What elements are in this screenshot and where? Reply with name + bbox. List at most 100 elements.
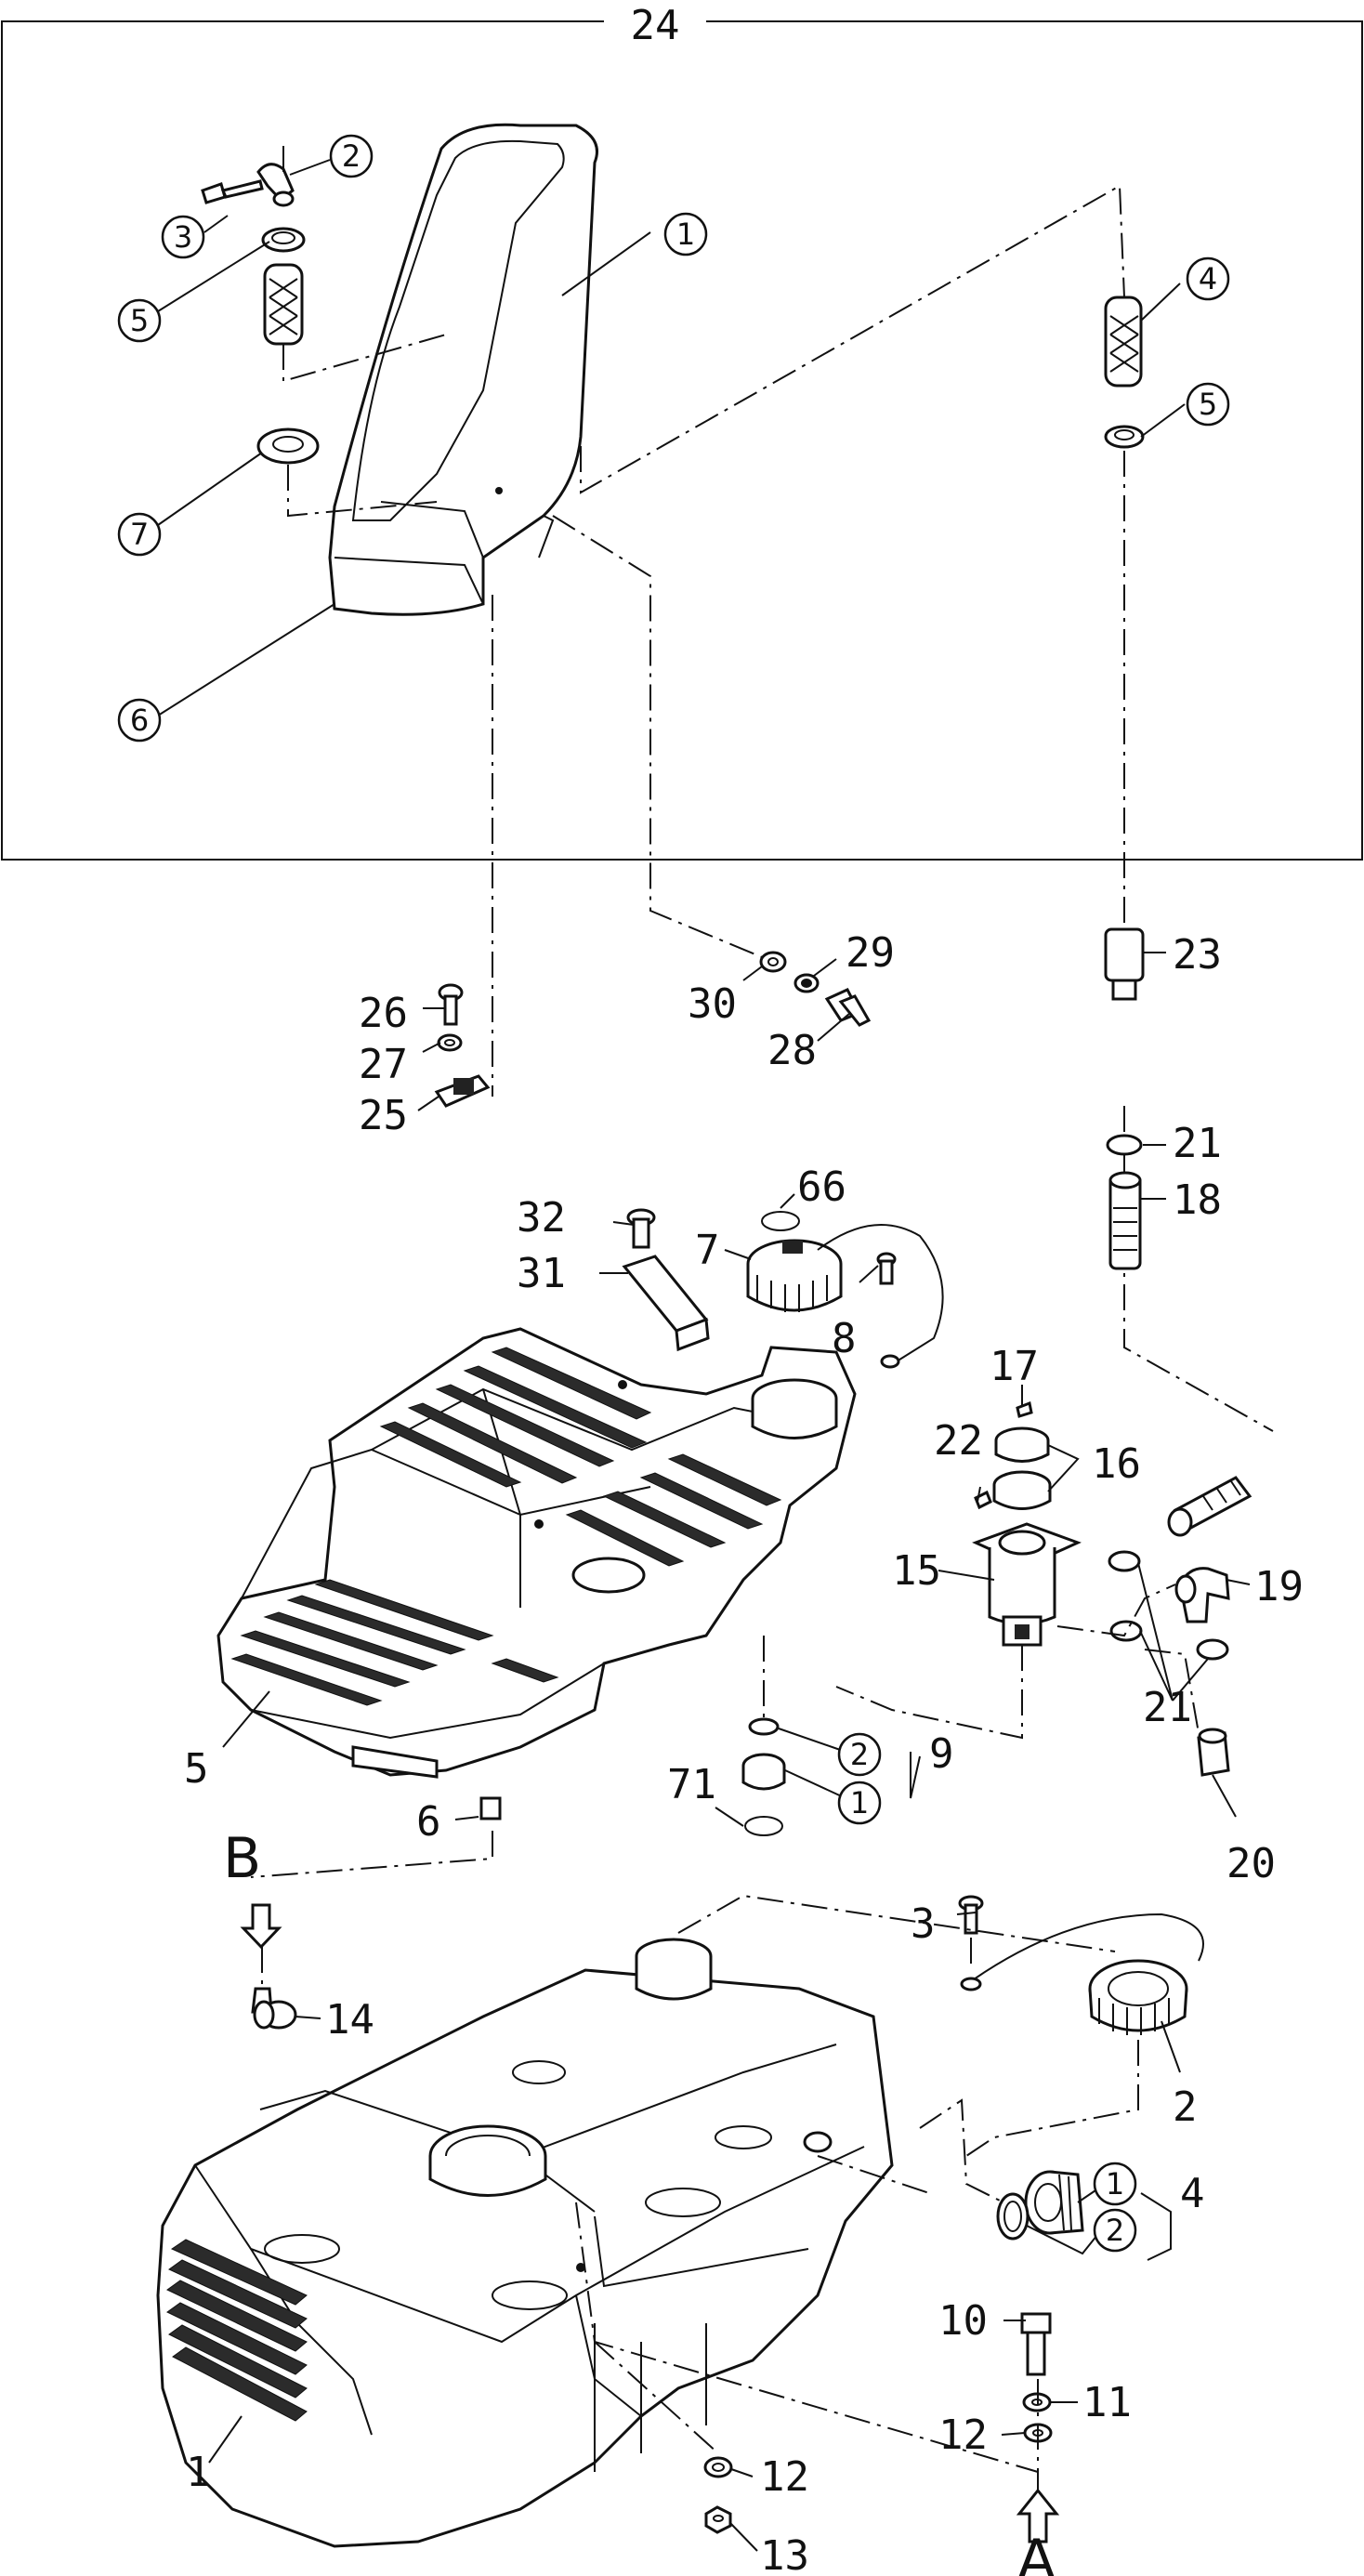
bolt-part-14 <box>251 1987 297 2030</box>
callout-7-top: 7 <box>130 517 149 552</box>
clamp-part-2 <box>256 163 295 207</box>
clip-part-21-a <box>1108 1550 1141 1572</box>
hose-part-18 <box>1108 1171 1142 1270</box>
label-3: 3 <box>911 1900 936 1948</box>
gasket-part-71 <box>744 1816 783 1836</box>
grommet-7-top <box>256 427 320 465</box>
fuel-cap-part-2 <box>960 1912 1204 2035</box>
label-25: 25 <box>359 1092 408 1139</box>
assembly-label: 24 <box>631 2 680 49</box>
label-14: 14 <box>325 1996 374 2044</box>
label-26: 26 <box>359 990 408 1037</box>
oring-part-4-2 <box>996 2192 1030 2241</box>
screw-part-8 <box>876 1252 897 1285</box>
label-9: 9 <box>929 1730 954 1778</box>
callout-2-mid: 2 <box>850 1737 869 1772</box>
assembly-24-frame: 24 <box>1 2 1363 861</box>
callout-2-low: 2 <box>1106 2213 1124 2248</box>
fuel-cap-part-7 <box>746 1224 944 1369</box>
label-12-right: 12 <box>938 2412 988 2459</box>
callout-3-top: 3 <box>174 219 192 255</box>
screw-part-3 <box>201 179 264 204</box>
callout-1-top: 1 <box>676 217 695 252</box>
callout-1-mid: 1 <box>850 1785 869 1820</box>
label-31: 31 <box>517 1250 566 1297</box>
callout-5-top: 5 <box>130 303 149 338</box>
screw-part-17 <box>1016 1400 1033 1418</box>
part-number-labels: 23 29 30 28 26 27 25 21 18 66 32 7 31 8 … <box>184 929 1304 2576</box>
hose-band-5-right <box>1104 425 1145 449</box>
label-4: 4 <box>1180 2170 1205 2217</box>
callout-6-top: 6 <box>130 703 149 738</box>
label-30: 30 <box>688 980 737 1028</box>
label-7: 7 <box>695 1227 720 1274</box>
nut-part-12-low <box>703 2456 733 2478</box>
nut-part-9-1 <box>741 1753 786 1791</box>
callout-5-right: 5 <box>1199 387 1217 422</box>
seal-part-16 <box>992 1426 1052 1510</box>
fitting-part-23 <box>1104 927 1145 1001</box>
connection-lines-mid <box>250 1584 1200 1989</box>
label-71: 71 <box>667 1761 716 1808</box>
duct-cover <box>328 123 598 616</box>
filter-body-part-15 <box>972 1522 1082 1647</box>
label-23: 23 <box>1173 931 1222 979</box>
nut-part-4-1 <box>1024 2170 1084 2235</box>
label-21-low: 21 <box>1143 1684 1192 1731</box>
bolt-part-26 <box>438 983 464 1026</box>
hose-band-5-top <box>261 227 306 253</box>
connection-lines-top <box>282 144 1274 1432</box>
label-18: 18 <box>1173 1176 1222 1224</box>
clip-part-21-b <box>1109 1620 1143 1642</box>
nut-part-6 <box>479 1796 502 1820</box>
label-12-low: 12 <box>760 2453 809 2501</box>
oring-part-9-2 <box>748 1717 780 1736</box>
label-1: 1 <box>186 2449 211 2496</box>
label-10: 10 <box>938 2297 988 2345</box>
label-15: 15 <box>892 1547 941 1595</box>
washer-part-27 <box>437 1033 463 1052</box>
label-6: 6 <box>416 1798 441 1846</box>
label-5: 5 <box>184 1745 209 1793</box>
label-32: 32 <box>517 1194 566 1242</box>
callout-2-top: 2 <box>342 138 361 174</box>
label-2: 2 <box>1173 2083 1198 2131</box>
marker-a: A <box>1016 2488 1060 2576</box>
hose-connector <box>1167 1476 1253 1537</box>
label-21-top: 21 <box>1173 1120 1222 1167</box>
label-17: 17 <box>990 1343 1039 1390</box>
washer-part-30 <box>759 951 787 973</box>
label-19: 19 <box>1254 1563 1304 1610</box>
hose-part-4 <box>1104 296 1143 388</box>
hose-part-top <box>263 263 304 346</box>
label-66: 66 <box>797 1163 846 1211</box>
washer-part-29 <box>793 973 820 993</box>
label-8: 8 <box>832 1315 857 1362</box>
callout-4-top: 4 <box>1199 261 1217 296</box>
plate-part-31 <box>622 1255 710 1352</box>
clip-part-21-top <box>1106 1134 1143 1156</box>
bolt-part-28 <box>824 988 872 1027</box>
nut-part-13 <box>704 2505 732 2534</box>
bolt-part-10 <box>1020 2312 1052 2376</box>
clip-part-21-c <box>1196 1638 1229 1661</box>
leader-lines <box>157 159 1251 2552</box>
marker-b: B <box>223 1826 282 1950</box>
connection-lines-low <box>575 1894 1139 2491</box>
marker-a-label: A <box>1017 2528 1056 2576</box>
label-16: 16 <box>1092 1440 1141 1488</box>
tank-cover-part-5 <box>216 1327 857 1779</box>
marker-b-label: B <box>223 1826 261 1891</box>
circled-callouts: 3 2 1 5 4 5 7 6 2 1 1 2 <box>117 134 1230 2253</box>
label-29: 29 <box>846 929 895 977</box>
callout-1-low: 1 <box>1106 2166 1124 2201</box>
bolt-part-32 <box>626 1208 656 1249</box>
nipple-part-20 <box>1197 1728 1230 1777</box>
label-22: 22 <box>934 1417 983 1465</box>
bracket-part-25 <box>434 1074 491 1108</box>
screw-part-3-low <box>958 1895 984 1935</box>
label-27: 27 <box>359 1041 408 1088</box>
label-11: 11 <box>1082 2379 1132 2426</box>
fuel-tank-part-1 <box>156 1938 894 2548</box>
